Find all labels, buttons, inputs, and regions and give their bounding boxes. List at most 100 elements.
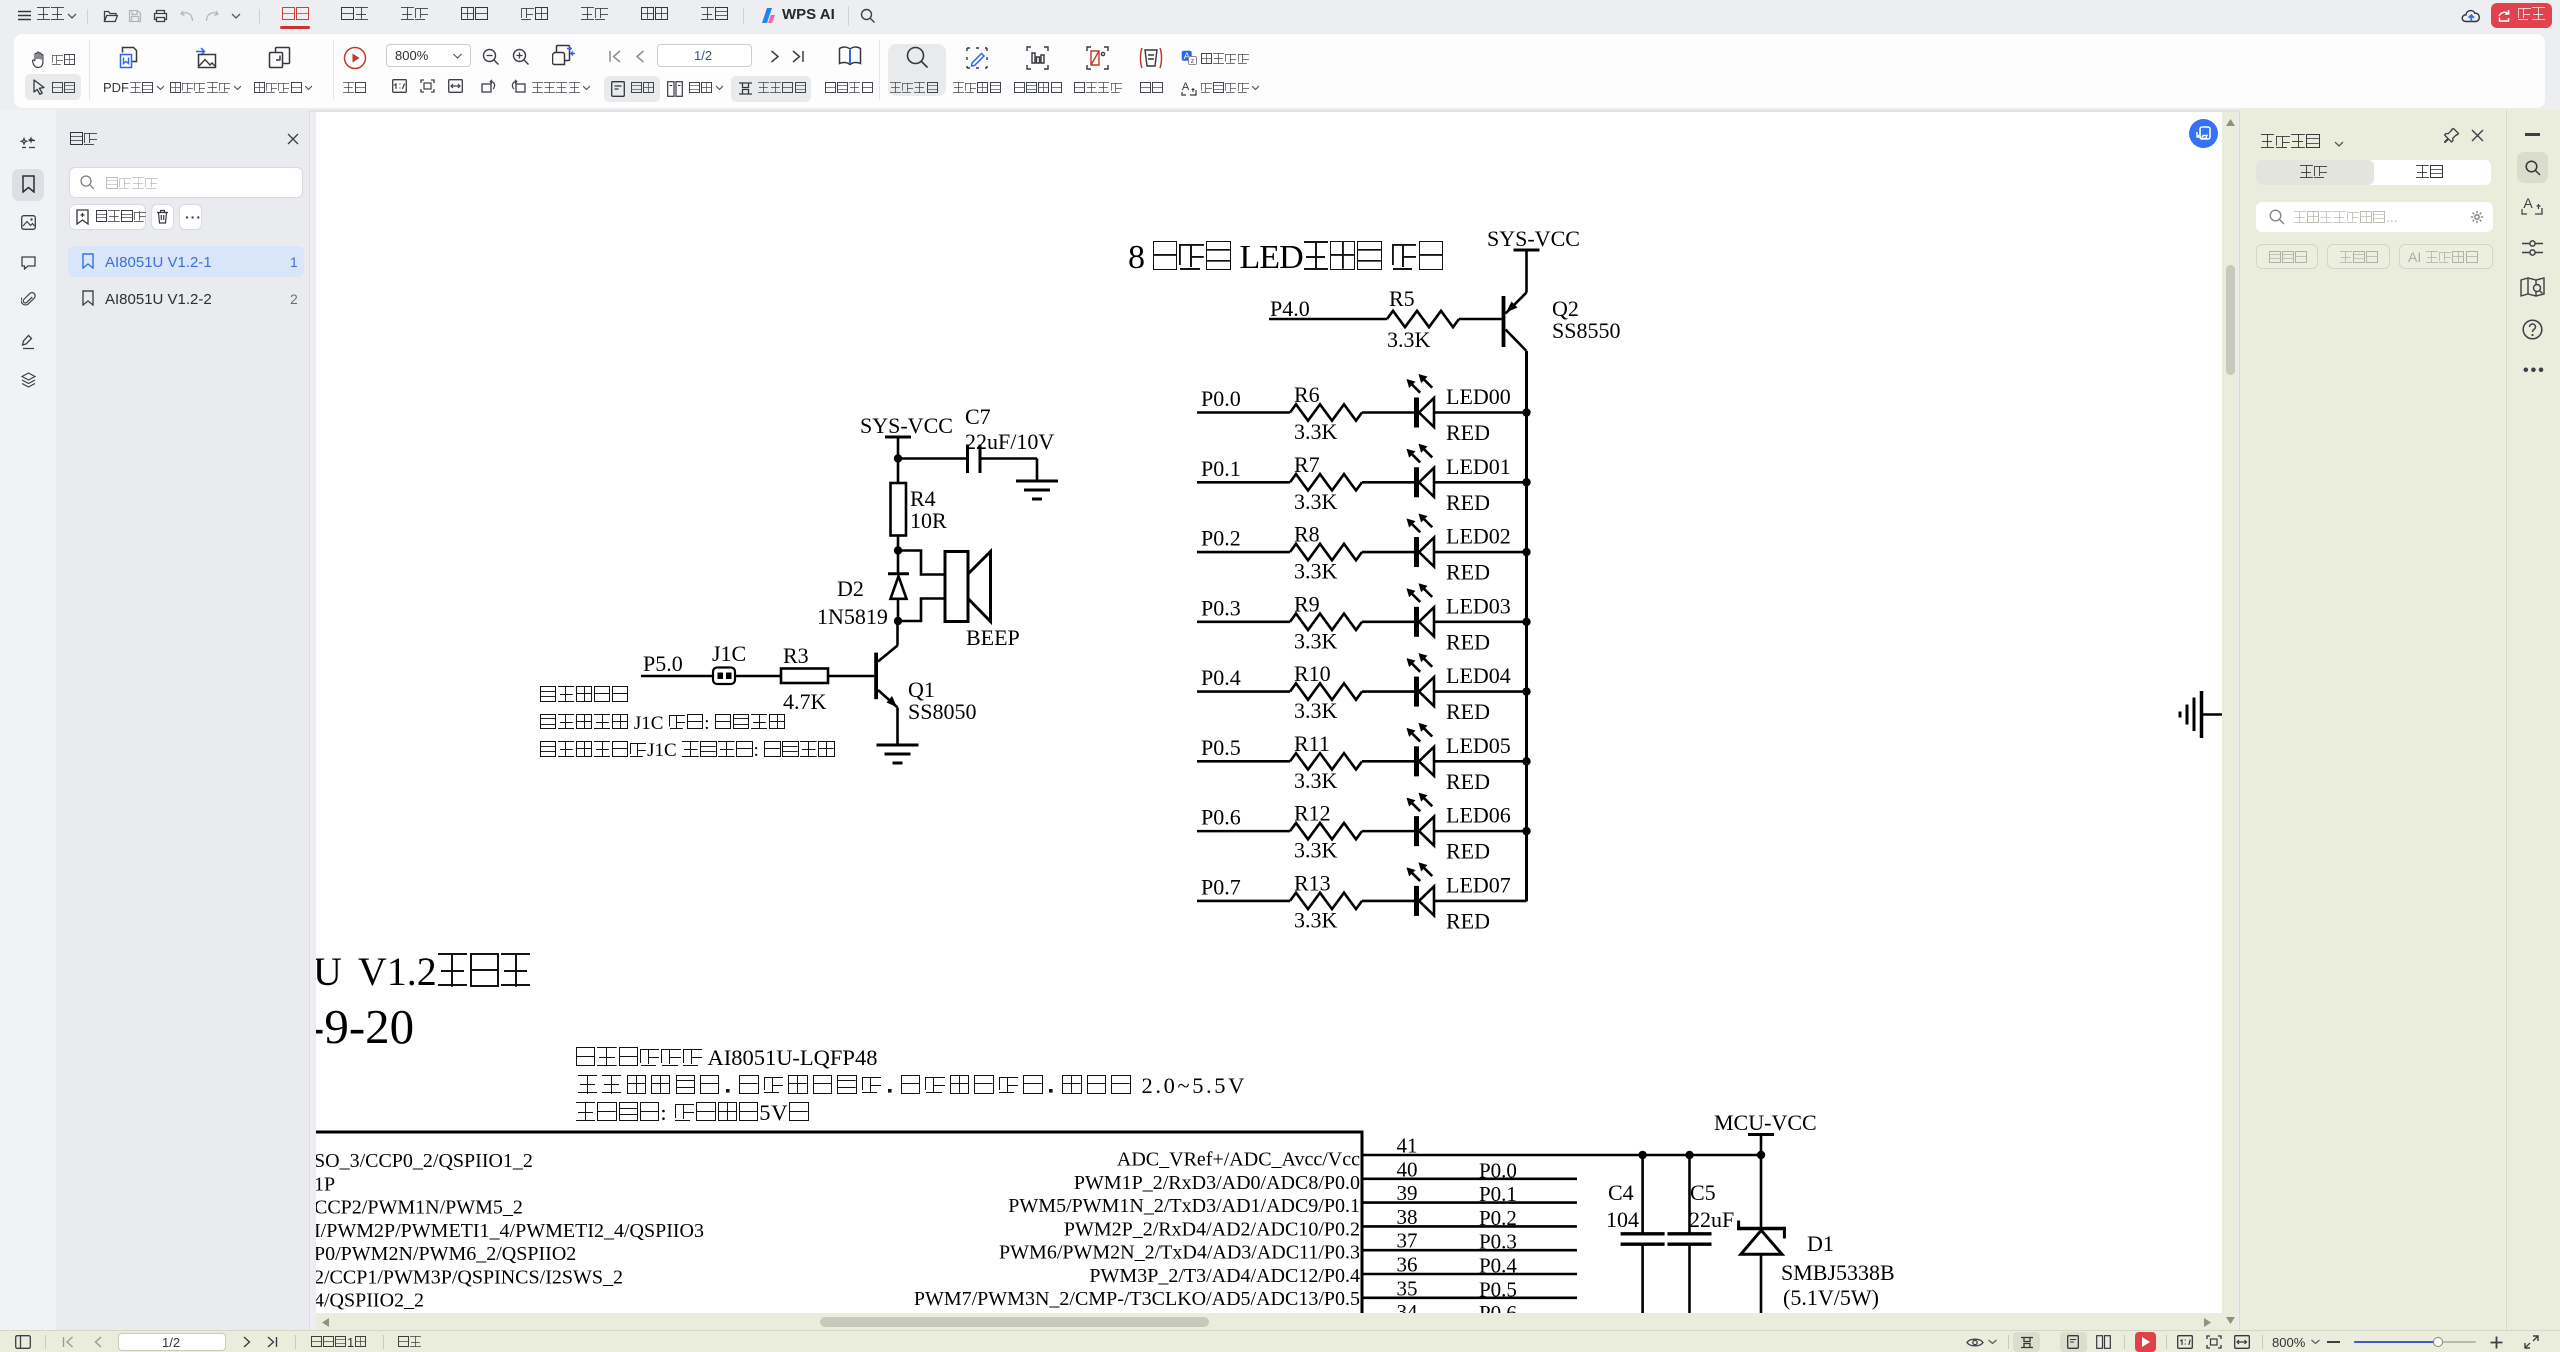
svg-text:R3: R3	[783, 643, 809, 668]
svg-text:Q1: Q1	[908, 677, 935, 702]
svg-text:104: 104	[1606, 1207, 1639, 1232]
svg-text:z: z	[1191, 58, 1195, 65]
svg-text:C7: C7	[965, 404, 991, 429]
svg-text:3.3K: 3.3K	[1294, 907, 1338, 932]
svg-text:PWM1P_2/RxD3/AD0/ADC8/P0.0: PWM1P_2/RxD3/AD0/ADC8/P0.0	[1074, 1172, 1360, 1194]
svg-text:PWM3P_2/T3/AD4/ADC12/P0.4: PWM3P_2/T3/AD4/ADC12/P0.4	[1089, 1265, 1360, 1287]
svg-text:SMBJ5338B: SMBJ5338B	[1781, 1260, 1895, 1285]
svg-text:SYS-VCC: SYS-VCC	[1487, 226, 1580, 251]
svg-text:PWM5/PWM1N_2/TxD3/AD1/ADC9/P0.: PWM5/PWM1N_2/TxD3/AD1/ADC9/P0.1	[1008, 1195, 1360, 1217]
svg-text:LED02: LED02	[1446, 524, 1511, 549]
svg-text:P0.2: P0.2	[1201, 526, 1241, 551]
svg-text:PWM2P_2/RxD4/AD2/ADC10/P0.2: PWM2P_2/RxD4/AD2/ADC10/P0.2	[1064, 1218, 1360, 1240]
svg-text:22uF/10V: 22uF/10V	[965, 429, 1054, 454]
svg-text:Q2: Q2	[1552, 296, 1579, 321]
svg-text:LED03: LED03	[1446, 593, 1511, 618]
svg-text:P0.7: P0.7	[1201, 874, 1241, 899]
svg-text:2/CCP1/PWM3P/QSPINCS/I2SWS_2: 2/CCP1/PWM3P/QSPINCS/I2SWS_2	[316, 1266, 623, 1288]
svg-text:LED00: LED00	[1446, 384, 1511, 409]
svg-text:LED07: LED07	[1446, 872, 1511, 897]
svg-text:35: 35	[1397, 1276, 1418, 1300]
svg-text:P0.1: P0.1	[1479, 1182, 1517, 1206]
svg-text:4.7K: 4.7K	[783, 689, 827, 714]
svg-text:A: A	[2523, 195, 2533, 211]
svg-text:22uF: 22uF	[1689, 1207, 1734, 1232]
svg-text:3.3K: 3.3K	[1294, 768, 1338, 793]
svg-text:P0.5: P0.5	[1201, 735, 1241, 760]
svg-text:37: 37	[1397, 1229, 1418, 1253]
svg-text:P0/PWM2N/PWM6_2/QSPIIO2: P0/PWM2N/PWM6_2/QSPIIO2	[316, 1243, 576, 1265]
svg-text:ADC_VRef+/ADC_Avcc/Vcc: ADC_VRef+/ADC_Avcc/Vcc	[1117, 1149, 1360, 1171]
svg-text:R10: R10	[1294, 661, 1331, 686]
svg-text:CCP2/PWM1N/PWM5_2: CCP2/PWM1N/PWM5_2	[316, 1197, 523, 1219]
svg-text:R13: R13	[1294, 870, 1331, 895]
svg-text:RED: RED	[1446, 908, 1490, 933]
svg-text:R4: R4	[910, 486, 936, 511]
svg-text:LED06: LED06	[1446, 803, 1511, 828]
svg-text:A: A	[1182, 81, 1190, 93]
svg-text:LED01: LED01	[1446, 454, 1511, 479]
svg-text:34: 34	[1397, 1300, 1419, 1313]
svg-text:PWM6/PWM2N_2/TxD4/AD3/ADC11/P0: PWM6/PWM2N_2/TxD4/AD3/ADC11/P0.3	[999, 1242, 1360, 1264]
svg-text:P0.2: P0.2	[1479, 1206, 1517, 1230]
svg-text:P5.0: P5.0	[643, 651, 683, 676]
svg-text:R5: R5	[1389, 286, 1415, 311]
svg-text:SO_3/CCP0_2/QSPIIO1_2: SO_3/CCP0_2/QSPIIO1_2	[316, 1150, 533, 1172]
svg-text:D2: D2	[837, 576, 864, 601]
svg-text:P0.6: P0.6	[1479, 1301, 1517, 1313]
svg-text:SS8050: SS8050	[908, 699, 976, 724]
svg-text:RED: RED	[1446, 490, 1490, 515]
svg-text:4/QSPIIO2_2: 4/QSPIIO2_2	[316, 1290, 424, 1312]
svg-text:RED: RED	[1446, 769, 1490, 794]
svg-text:P0.4: P0.4	[1201, 665, 1241, 690]
svg-text:J1C: J1C	[712, 641, 746, 666]
svg-text:RED: RED	[1446, 420, 1490, 445]
svg-text:3.3K: 3.3K	[1294, 838, 1338, 863]
svg-text:RED: RED	[1446, 699, 1490, 724]
svg-text:SS8550: SS8550	[1552, 318, 1620, 343]
svg-text:LED04: LED04	[1446, 663, 1511, 688]
svg-text:I/PWM2P/PWMETI1_4/PWMETI2_4/QS: I/PWM2P/PWMETI1_4/PWMETI2_4/QSPIIO3	[316, 1220, 704, 1242]
svg-text:PWM7/PWM3N_2/CMP-/T3CLKO/AD5/A: PWM7/PWM3N_2/CMP-/T3CLKO/AD5/ADC13/P0.5	[914, 1288, 1360, 1310]
svg-text:1N5819: 1N5819	[817, 604, 888, 629]
svg-text:LED05: LED05	[1446, 733, 1511, 758]
svg-text:R12: R12	[1294, 801, 1331, 826]
svg-text:R9: R9	[1294, 591, 1320, 616]
svg-text:P0.1: P0.1	[1201, 456, 1241, 481]
svg-text:RED: RED	[1446, 560, 1490, 585]
svg-text:R11: R11	[1294, 731, 1330, 756]
svg-text:P4.0: P4.0	[1270, 296, 1310, 321]
svg-text:10R: 10R	[910, 508, 947, 533]
svg-text:3.3K: 3.3K	[1294, 698, 1338, 723]
svg-text:RED: RED	[1446, 839, 1490, 864]
svg-text:3.3K: 3.3K	[1294, 419, 1338, 444]
svg-text:R8: R8	[1294, 522, 1320, 547]
svg-text:A: A	[1184, 51, 1190, 61]
svg-text:SYS-VCC: SYS-VCC	[860, 413, 953, 438]
svg-text:RED: RED	[1446, 629, 1490, 654]
svg-text:1P: 1P	[316, 1173, 335, 1195]
svg-text:P0.0: P0.0	[1479, 1158, 1517, 1182]
svg-text:40: 40	[1397, 1157, 1418, 1181]
svg-text:3.3K: 3.3K	[1294, 489, 1338, 514]
svg-text:C5: C5	[1690, 1180, 1716, 1205]
svg-text:R7: R7	[1294, 452, 1320, 477]
svg-text:3.3K: 3.3K	[1294, 559, 1338, 584]
svg-text:R6: R6	[1294, 382, 1320, 407]
svg-text:MCU-VCC: MCU-VCC	[1714, 1110, 1817, 1135]
svg-text:P0.0: P0.0	[1201, 386, 1241, 411]
svg-text:36: 36	[1397, 1253, 1418, 1277]
svg-text:D1: D1	[1807, 1231, 1834, 1256]
svg-text:P0.6: P0.6	[1201, 805, 1241, 830]
svg-text:(5.1V/5W): (5.1V/5W)	[1783, 1285, 1879, 1310]
svg-text:P0.5: P0.5	[1479, 1277, 1517, 1301]
svg-text:38: 38	[1397, 1205, 1418, 1229]
svg-text:P0.3: P0.3	[1201, 595, 1241, 620]
svg-text:BEEP: BEEP	[966, 625, 1020, 650]
svg-text:3.3K: 3.3K	[1387, 327, 1431, 352]
svg-text:P0.4: P0.4	[1479, 1254, 1517, 1278]
svg-text:3.3K: 3.3K	[1294, 628, 1338, 653]
svg-text:C4: C4	[1608, 1180, 1634, 1205]
svg-text:P0.3: P0.3	[1479, 1230, 1517, 1254]
svg-text:41: 41	[1397, 1134, 1418, 1158]
